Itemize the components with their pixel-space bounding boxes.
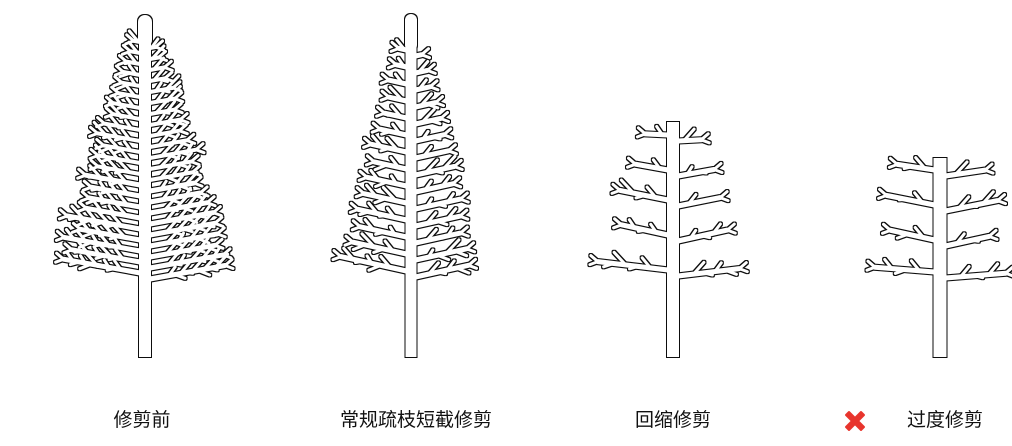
tree-before-pruning — [54, 15, 235, 357]
caption-cut-back: 回缩修剪 — [634, 409, 712, 431]
red-cross-icon — [845, 411, 865, 431]
tree-thinning-heading — [331, 14, 478, 357]
caption-thinning-heading: 常规疏枝短截修剪 — [339, 409, 493, 431]
tree-cut-back — [588, 122, 749, 357]
caption-before-pruning: 修剪前 — [113, 409, 171, 431]
caption-excessive-pruning: 过度修剪 — [906, 409, 984, 431]
tree-excessive-pruning — [865, 156, 1012, 357]
